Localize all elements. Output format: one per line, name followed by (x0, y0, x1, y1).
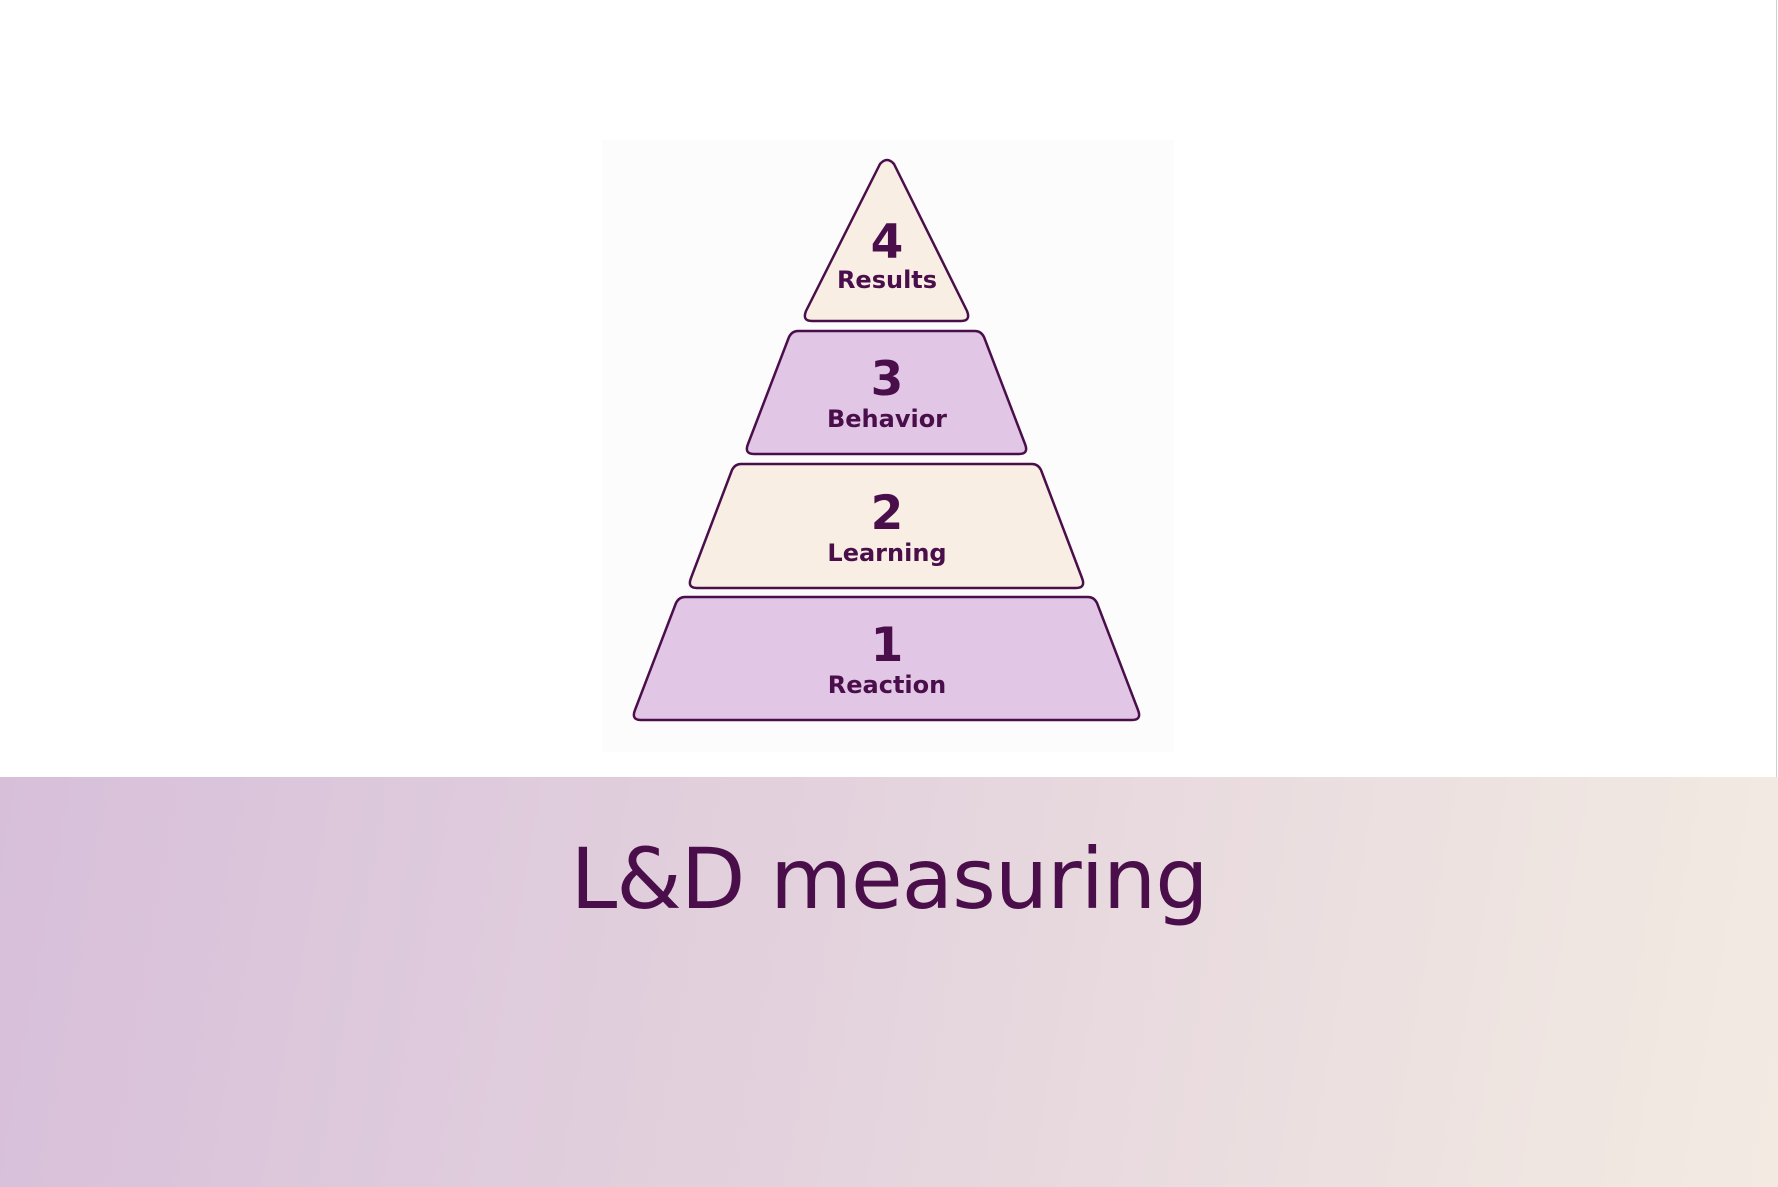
tier-4-number: 4 (871, 215, 904, 270)
tier-1-label: Reaction (828, 671, 946, 699)
tier-1-number: 1 (871, 618, 904, 673)
tier-1-shape (632, 595, 1141, 722)
tier-2-number: 2 (871, 486, 904, 541)
title-band (0, 777, 1778, 1187)
tier-3-number: 3 (871, 352, 904, 407)
tier-3-label: Behavior (827, 405, 947, 433)
page-title: L&D measuring (570, 830, 1208, 928)
tier-2-shape (688, 462, 1085, 590)
diagram-image-area: 4 Results 3 Behavior 2 Learning 1 Reacti… (632, 158, 1141, 722)
tier-4-shape (803, 158, 970, 323)
right-edge-divider (1776, 0, 1777, 777)
tier-2-label: Learning (827, 539, 946, 567)
tier-4-label: Results (837, 266, 937, 294)
tier-3-shape (745, 329, 1028, 456)
pyramid-diagram: 4 Results 3 Behavior 2 Learning 1 Reacti… (632, 158, 1141, 722)
